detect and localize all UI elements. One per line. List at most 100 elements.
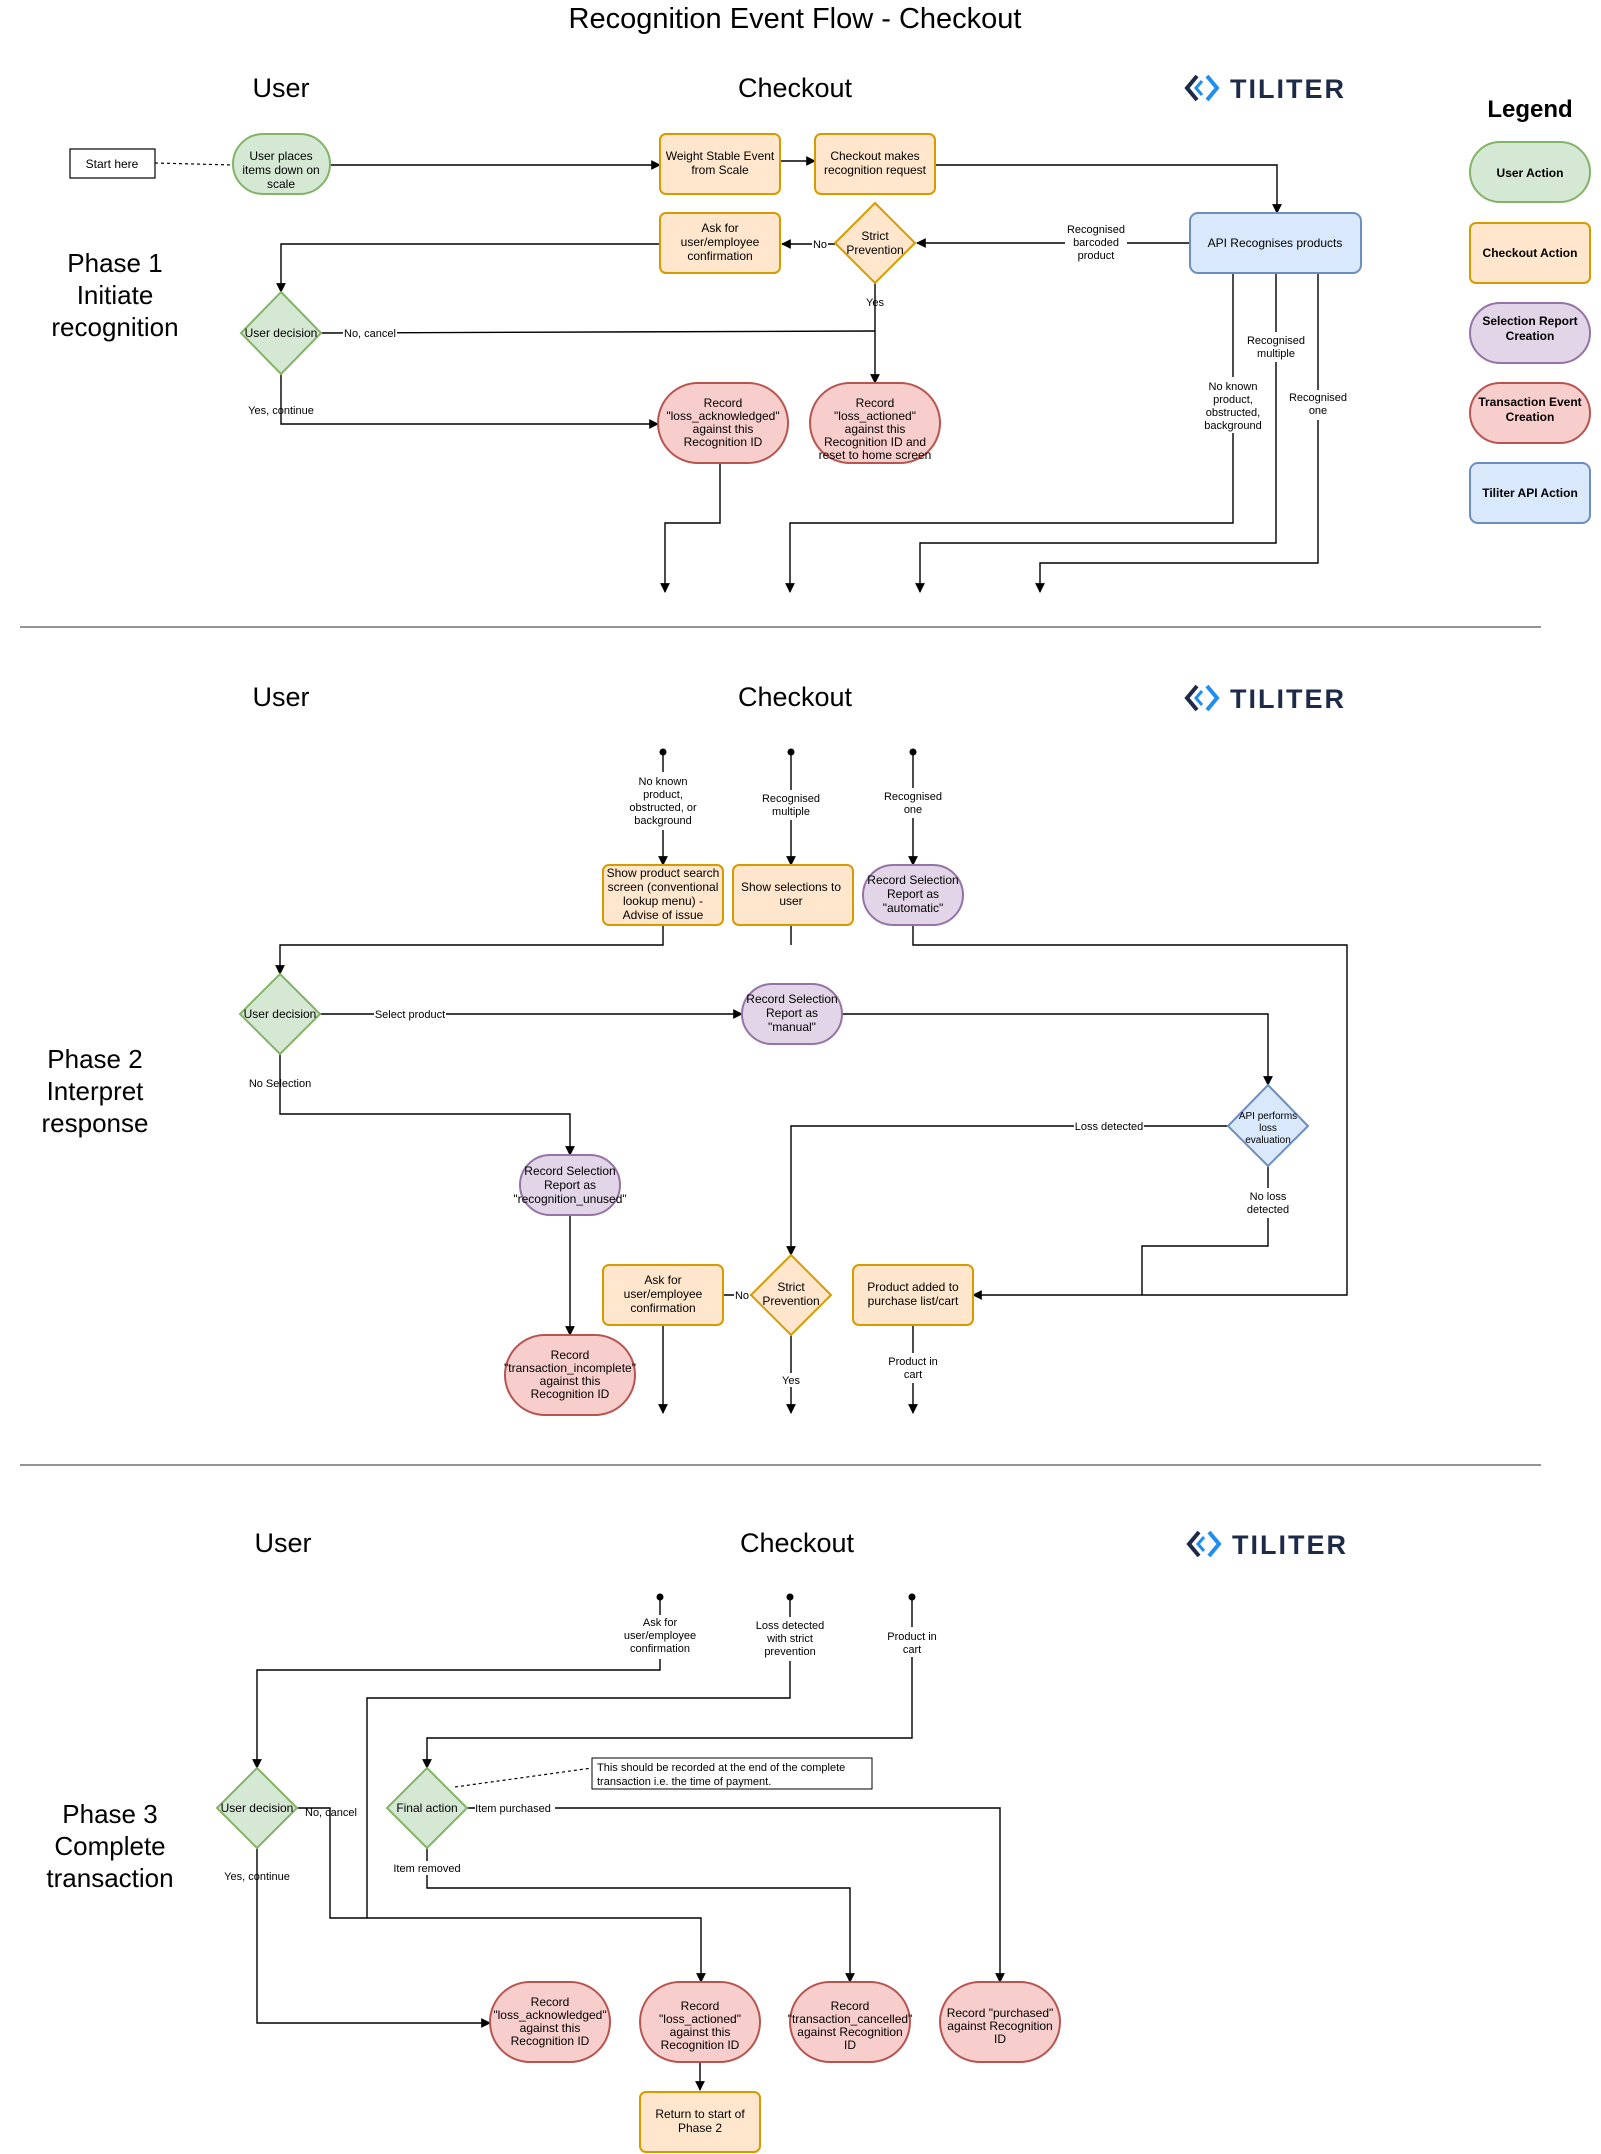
product-added-node: [852, 1264, 974, 1326]
ask-confirmation-node: [659, 212, 781, 274]
edge-label-yes-continue: Yes, continue: [248, 405, 314, 417]
brand-name: TILITER: [1230, 684, 1346, 714]
edge-label-select-product: Select product: [375, 1009, 445, 1021]
brand-name: TILITER: [1230, 74, 1346, 104]
edge-label-yes: Yes: [866, 297, 884, 309]
user-decision-diamond: [238, 972, 322, 1056]
checkout-request-node: [814, 133, 936, 195]
show-selections-node: [732, 864, 854, 926]
legend: Legend User Action Checkout Action Selec…: [1469, 96, 1591, 524]
ask-confirmation-node: [602, 1264, 724, 1326]
strict-prevention-diamond: [749, 1253, 833, 1337]
start-here-box: [69, 148, 156, 179]
api-recognises-node: [1189, 212, 1362, 274]
legend-user-action-label: User Action: [1497, 166, 1564, 180]
edge-label-no-cancel: No, cancel: [344, 328, 396, 340]
record-manual-node: [741, 983, 843, 1045]
edge-label-yes-continue: Yes, continue: [224, 1871, 290, 1883]
column-user: User: [254, 1528, 311, 1558]
column-checkout: Checkout: [738, 73, 853, 103]
legend-selection-report: [1469, 302, 1591, 364]
edge-label-no-selection: No Selection: [249, 1078, 311, 1090]
record-loss-actioned-node: [809, 382, 941, 464]
legend-api-action: [1469, 462, 1591, 524]
record-loss-acknowledged-node: [657, 382, 789, 464]
return-phase-2-node: [639, 2091, 761, 2153]
record-transaction-cancelled-label: Record"transaction_cancelled"against Rec…: [788, 1999, 913, 2052]
user-decision-label: User decision: [221, 1801, 294, 1815]
edge-label-item-purchased: Item purchased: [475, 1803, 551, 1815]
tiliter-logo: TILITER: [1185, 74, 1346, 104]
final-action-diamond: [385, 1766, 469, 1850]
legend-api-action-label: Tiliter API Action: [1482, 486, 1578, 500]
tiliter-logo: TILITER: [1187, 1530, 1348, 1560]
final-action-label: Final action: [396, 1801, 457, 1815]
legend-checkout-action: [1469, 222, 1591, 284]
user-decision-label: User decision: [244, 1007, 317, 1021]
show-product-search-node: [602, 864, 724, 926]
start-here-label: Start here: [86, 157, 139, 171]
record-loss-actioned-node: [639, 1981, 761, 2063]
record-transaction-cancelled-node: [789, 1981, 911, 2063]
user-decision-diamond: [215, 1766, 299, 1850]
legend-transaction-event: [1469, 382, 1591, 444]
weight-stable-node: [659, 133, 781, 195]
tiliter-logo: TILITER: [1185, 684, 1346, 714]
record-purchased-node: [939, 1981, 1061, 2063]
record-automatic-node: [862, 864, 964, 926]
record-transaction-incomplete-node: [504, 1334, 636, 1416]
column-checkout: Checkout: [738, 682, 853, 712]
legend-heading: Legend: [1487, 96, 1572, 123]
user-decision-diamond: [239, 290, 323, 376]
brand-name: TILITER: [1232, 1530, 1348, 1560]
note-text: This should be recorded at the end of th…: [597, 1762, 845, 1788]
strict-prevention-diamond: [833, 201, 917, 285]
record-loss-acknowledged-node: [489, 1981, 611, 2063]
record-recognition-unused-node: [519, 1154, 621, 1216]
edge-label-yes: Yes: [782, 1375, 800, 1387]
legend-checkout-action-label: Checkout Action: [1483, 246, 1578, 260]
edge-label-item-removed: Item removed: [393, 1863, 460, 1875]
api-recognises-label: API Recognises products: [1208, 236, 1343, 250]
note-box: [591, 1757, 873, 1790]
record-transaction-incomplete-label: Record"transaction_incomplete"against th…: [504, 1348, 636, 1401]
column-user: User: [252, 73, 309, 103]
edge-label-no-cancel: No, cancel: [305, 1807, 357, 1819]
legend-user-action: [1469, 141, 1591, 203]
edge-label-loss-detected: Loss detected: [1075, 1121, 1144, 1133]
edge-label-no: No: [735, 1290, 749, 1302]
